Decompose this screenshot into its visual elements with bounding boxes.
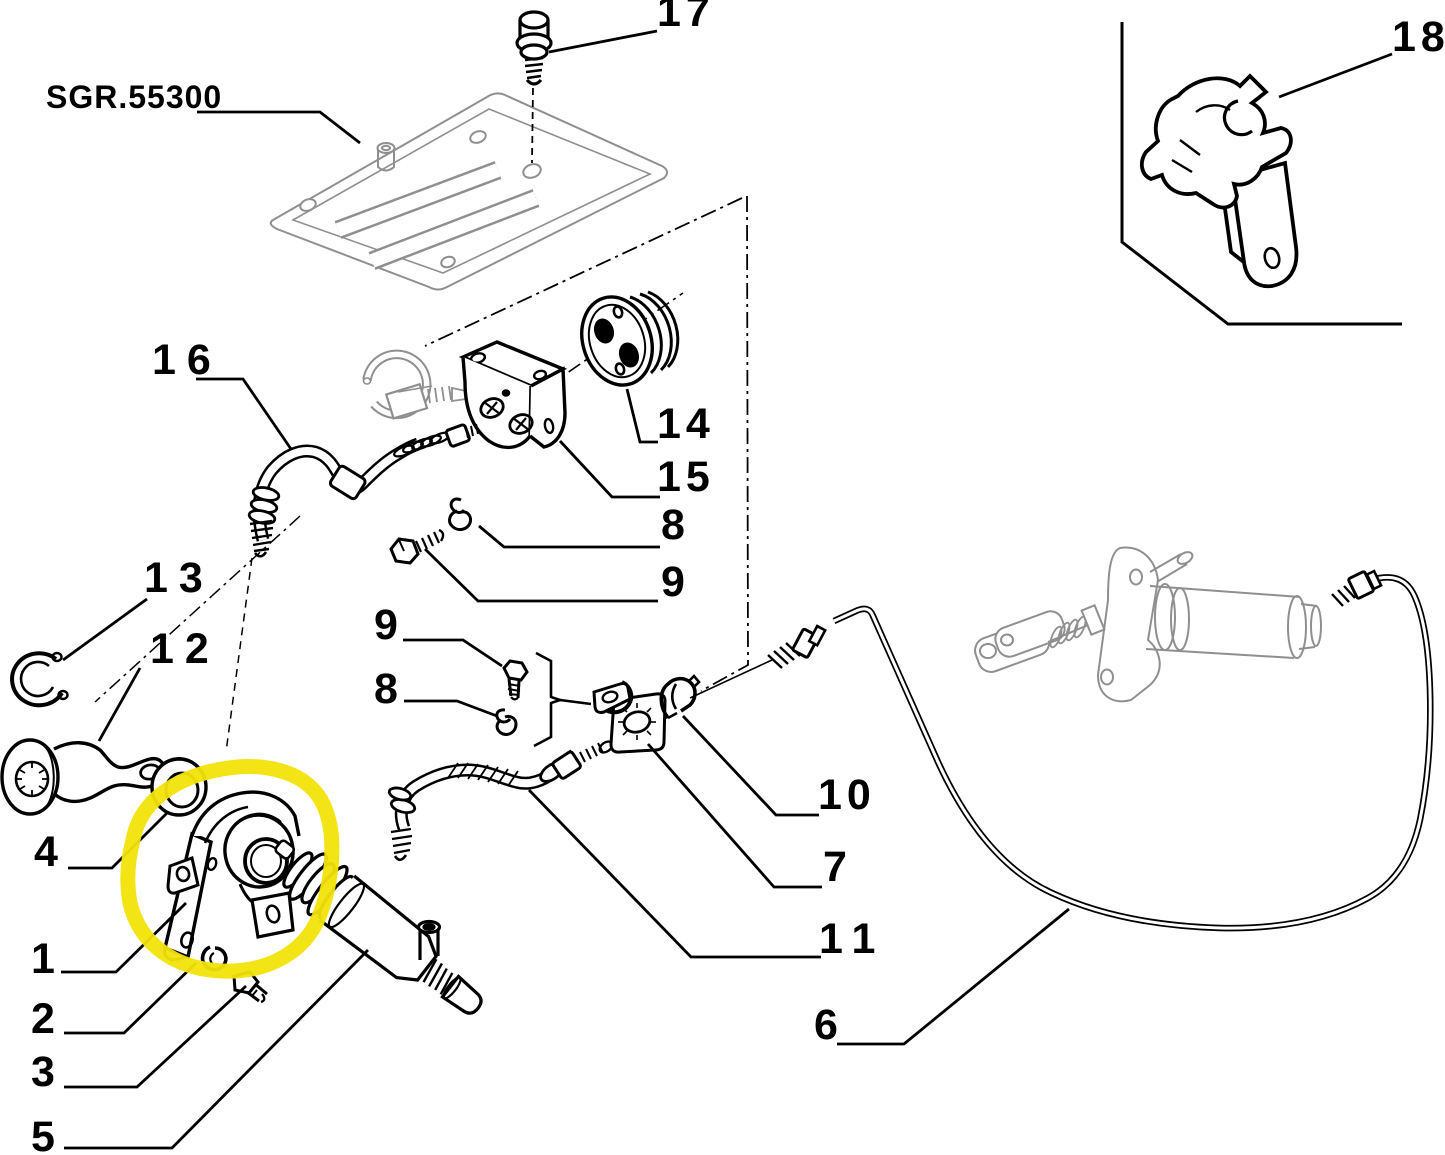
callout-8-lower: 8 <box>374 665 403 713</box>
master-cylinder-drawing <box>974 546 1322 703</box>
callout-3: 3 <box>31 1048 60 1096</box>
bolt-9-lower-drawing <box>502 659 529 701</box>
grouping-brace <box>533 651 592 748</box>
hose-11-drawing <box>387 740 614 862</box>
callout-11: 11 <box>819 915 887 963</box>
callout-13: 13 <box>144 554 214 602</box>
callout-9-lower: 9 <box>374 601 403 649</box>
callout-17: 17 <box>657 0 715 36</box>
callout-8-upper: 8 <box>661 501 690 549</box>
clip-7-drawing <box>659 674 701 720</box>
callout-12: 12 <box>150 625 220 673</box>
callout-6: 6 <box>814 1001 843 1049</box>
release-fork-12-drawing <box>0 738 167 816</box>
hose-16-drawing <box>247 423 479 558</box>
callout-10: 10 <box>818 771 876 819</box>
callout-14: 14 <box>657 400 715 448</box>
callout-18: 18 <box>1392 13 1445 61</box>
callout-5: 5 <box>31 1113 60 1155</box>
part-18-inset <box>1120 22 1402 326</box>
pipe-6-drawing <box>767 569 1434 932</box>
highlight-circle <box>120 759 340 979</box>
grommet-14-drawing <box>580 290 680 387</box>
clip-8-lower-drawing <box>495 708 518 736</box>
callout-sgr-code: SGR.55300 <box>46 79 223 115</box>
bolt-17-drawing <box>515 10 553 86</box>
pigtail-pipe-drawing <box>362 349 467 420</box>
callout-16: 16 <box>152 336 222 384</box>
leader-lines <box>61 29 1393 1150</box>
callout-7: 7 <box>823 843 852 891</box>
clip-8-upper-drawing <box>448 497 472 532</box>
callout-15: 15 <box>657 453 715 501</box>
gasket-plate-drawing <box>269 92 668 291</box>
bolt-9-upper-drawing <box>389 528 445 565</box>
bracket-15-drawing <box>458 340 568 450</box>
callout-1: 1 <box>31 935 60 983</box>
callout-9-upper: 9 <box>661 558 690 606</box>
callout-2: 2 <box>31 995 60 1043</box>
mounting-bracket-1-drawing <box>163 790 301 962</box>
callout-4: 4 <box>34 828 63 876</box>
snap-ring-13-drawing <box>10 651 69 708</box>
